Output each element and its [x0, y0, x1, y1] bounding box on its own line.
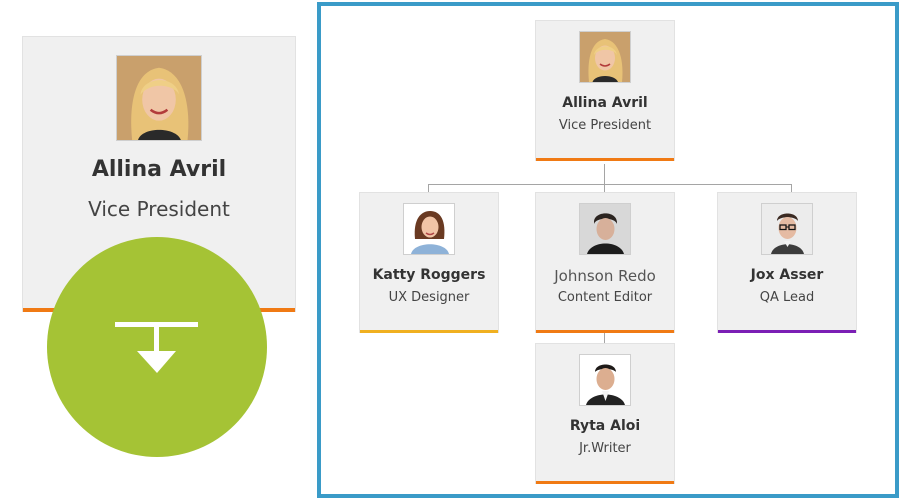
node-role: Vice President: [558, 118, 652, 133]
org-chart-panel: [317, 2, 899, 498]
connector-line: [791, 184, 792, 193]
org-node-root[interactable]: Allina Avril Vice President: [535, 20, 675, 161]
avatar: [116, 55, 202, 141]
node-name: Katty Roggers: [372, 267, 486, 283]
node-name: Allina Avril: [562, 95, 648, 111]
connector-line: [604, 164, 605, 184]
avatar: [579, 31, 631, 83]
expand-subordinates-button[interactable]: [47, 237, 267, 457]
node-role: UX Designer: [388, 290, 470, 305]
featured-profile-card[interactable]: Allina Avril Vice President: [22, 36, 296, 312]
avatar: [403, 203, 455, 255]
connector-line: [604, 333, 605, 343]
connector-line: [428, 184, 429, 193]
connector-line: [604, 184, 605, 193]
accent-bar: [360, 330, 498, 333]
connector-line: [428, 184, 792, 185]
node-role: QA Lead: [759, 290, 815, 305]
node-name: Ryta Aloi: [569, 418, 641, 434]
featured-name: Allina Avril: [91, 157, 227, 182]
accent-bar: [536, 158, 674, 161]
avatar: [579, 354, 631, 406]
accent-bar: [718, 330, 856, 333]
node-role: Jr.Writer: [579, 441, 631, 456]
avatar: [761, 203, 813, 255]
avatar: [579, 203, 631, 255]
org-node[interactable]: Katty Roggers UX Designer: [359, 192, 499, 333]
org-node[interactable]: Ryta Aloi Jr.Writer: [535, 343, 675, 484]
featured-role: Vice President: [88, 197, 230, 221]
expand-down-icon: [115, 322, 198, 373]
node-name: Johnson Redo: [554, 267, 656, 285]
node-name: Jox Asser: [750, 267, 824, 283]
node-role: Content Editor: [557, 290, 653, 305]
accent-bar: [536, 481, 674, 484]
accent-bar: [536, 330, 674, 333]
org-node[interactable]: Johnson Redo Content Editor: [535, 192, 675, 333]
org-node[interactable]: Jox Asser QA Lead: [717, 192, 857, 333]
